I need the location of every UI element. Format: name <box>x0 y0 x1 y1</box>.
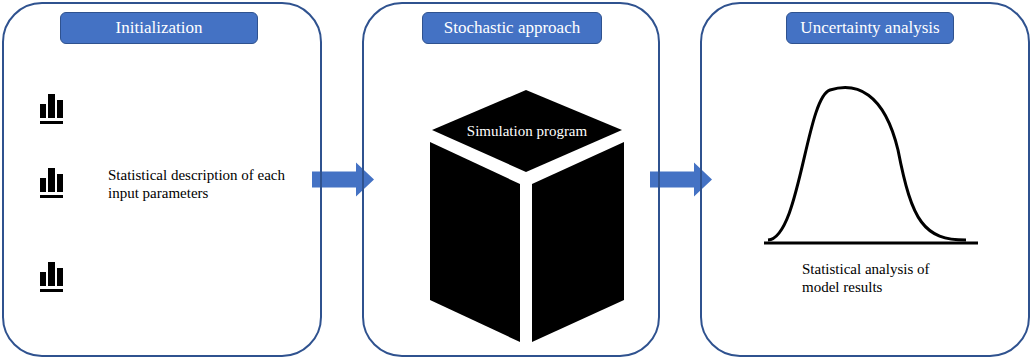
stage-description: Statistical description of each input pa… <box>108 166 313 202</box>
stage-panel: Simulation program Stochastic approach <box>362 2 660 357</box>
bell-curve <box>764 88 978 243</box>
header-label: Initialization <box>60 12 258 44</box>
stage-description: Statistical analysis of model results <box>802 260 942 296</box>
header-label: Uncertainty analysis <box>786 12 954 44</box>
bar-chart-icon <box>40 168 63 198</box>
header-text: Initialization <box>116 18 203 38</box>
bar-chart-icon <box>40 94 63 124</box>
bar-chart-icon <box>40 262 63 292</box>
header-text: Stochastic approach <box>444 18 580 38</box>
header-text: Uncertainty analysis <box>800 18 939 38</box>
stage-panel: Statistical description of each input pa… <box>2 2 322 357</box>
stage-panel: Statistical analysis of model results Unc… <box>700 2 1030 357</box>
stage-description: Simulation program <box>432 122 622 140</box>
cube-icon <box>430 90 624 342</box>
header-label: Stochastic approach <box>422 12 602 44</box>
